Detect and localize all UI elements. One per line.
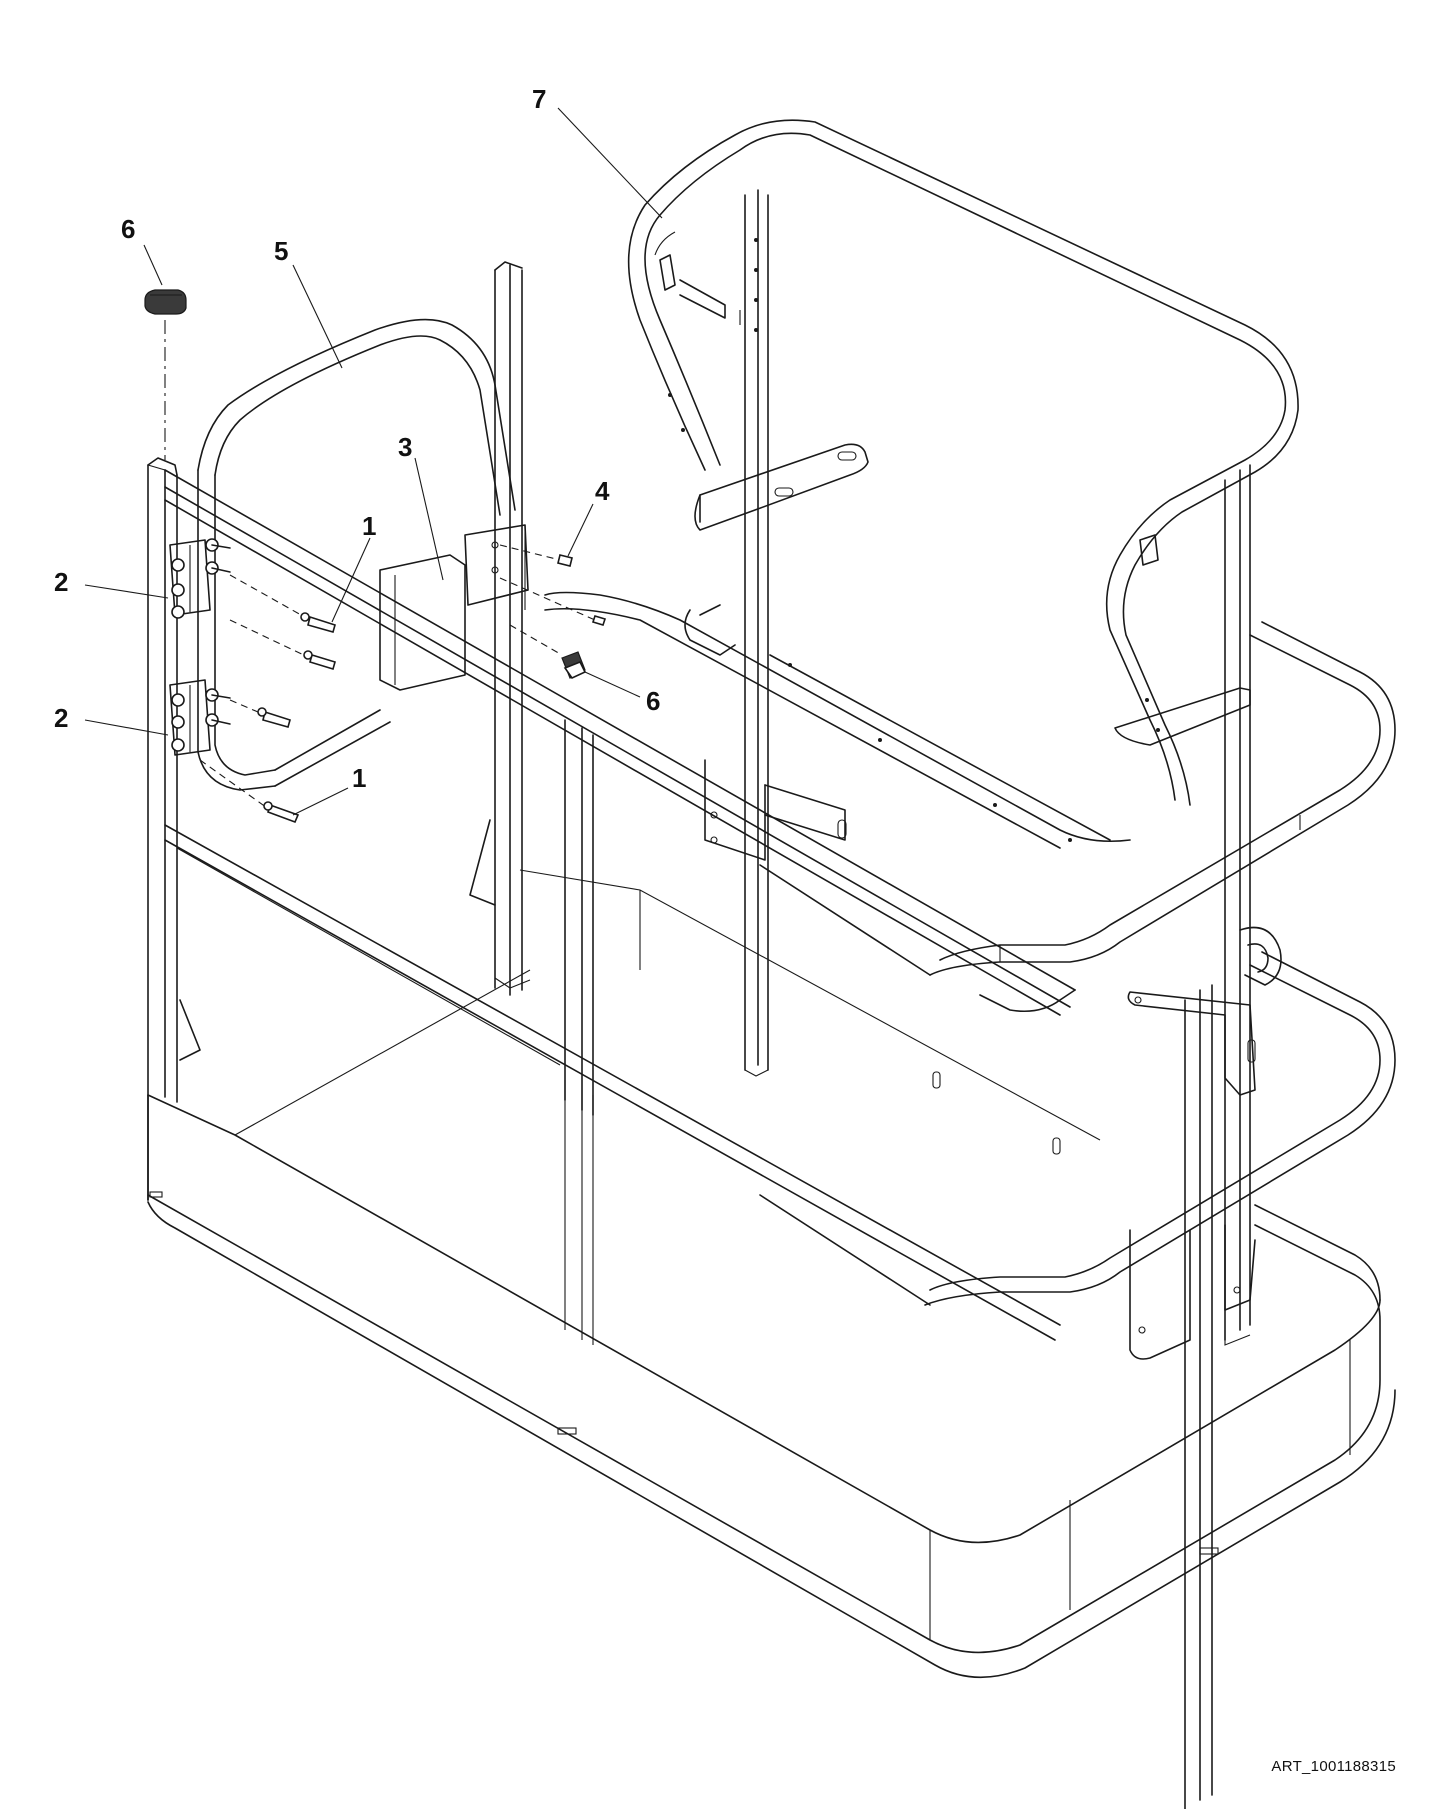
rear-rail [544, 591, 1131, 849]
callout-4: 4 [595, 476, 610, 506]
callout-2-upper: 2 [54, 567, 68, 597]
front-left-post [147, 457, 178, 1196]
rear-center-post [744, 189, 769, 1077]
mount-bracket-right [1127, 991, 1256, 1096]
callout-3: 3 [398, 432, 412, 462]
callout-labels: 7 6 5 3 4 1 2 6 2 1 [54, 84, 660, 793]
right-top-rail [759, 621, 1396, 1013]
rear-handle [684, 604, 736, 656]
callout-leaders [84, 107, 663, 816]
front-middle-post [564, 719, 594, 1345]
left-rear-post [494, 261, 531, 996]
right-handle [1239, 926, 1282, 986]
callout-6-lower: 6 [646, 686, 660, 716]
part-7-top-guard-rail [627, 119, 1299, 806]
lower-plate-right [1129, 1224, 1256, 1360]
art-id: ART_1001188315 [1271, 1758, 1396, 1775]
mount-bracket-mid [704, 759, 847, 861]
part-1-bolts [199, 574, 336, 824]
part-5-gate [197, 318, 516, 791]
callout-6-upper: 6 [121, 214, 135, 244]
mount-plate-right [1114, 687, 1251, 746]
callout-1-upper: 1 [362, 511, 376, 541]
mount-plate-upper [694, 443, 869, 531]
left-gusset [179, 819, 496, 1061]
right-rear-post [1224, 464, 1251, 1346]
front-top-rail [164, 469, 1076, 1341]
part-6-end-cap-upper [144, 289, 187, 460]
right-front-post [1184, 984, 1213, 1809]
rear-crossbar [679, 279, 741, 325]
callout-1-lower: 1 [352, 763, 366, 793]
part-2-hinge-lower [169, 679, 231, 756]
callout-2-lower: 2 [54, 703, 68, 733]
part-4-screw [499, 544, 607, 626]
callout-5: 5 [274, 236, 288, 266]
right-mid-rail [759, 951, 1396, 1306]
part-2-hinge-upper [169, 538, 231, 619]
back-panel-slots [932, 1071, 1061, 1155]
floor-pan [147, 869, 1396, 1679]
callout-7: 7 [532, 84, 546, 114]
